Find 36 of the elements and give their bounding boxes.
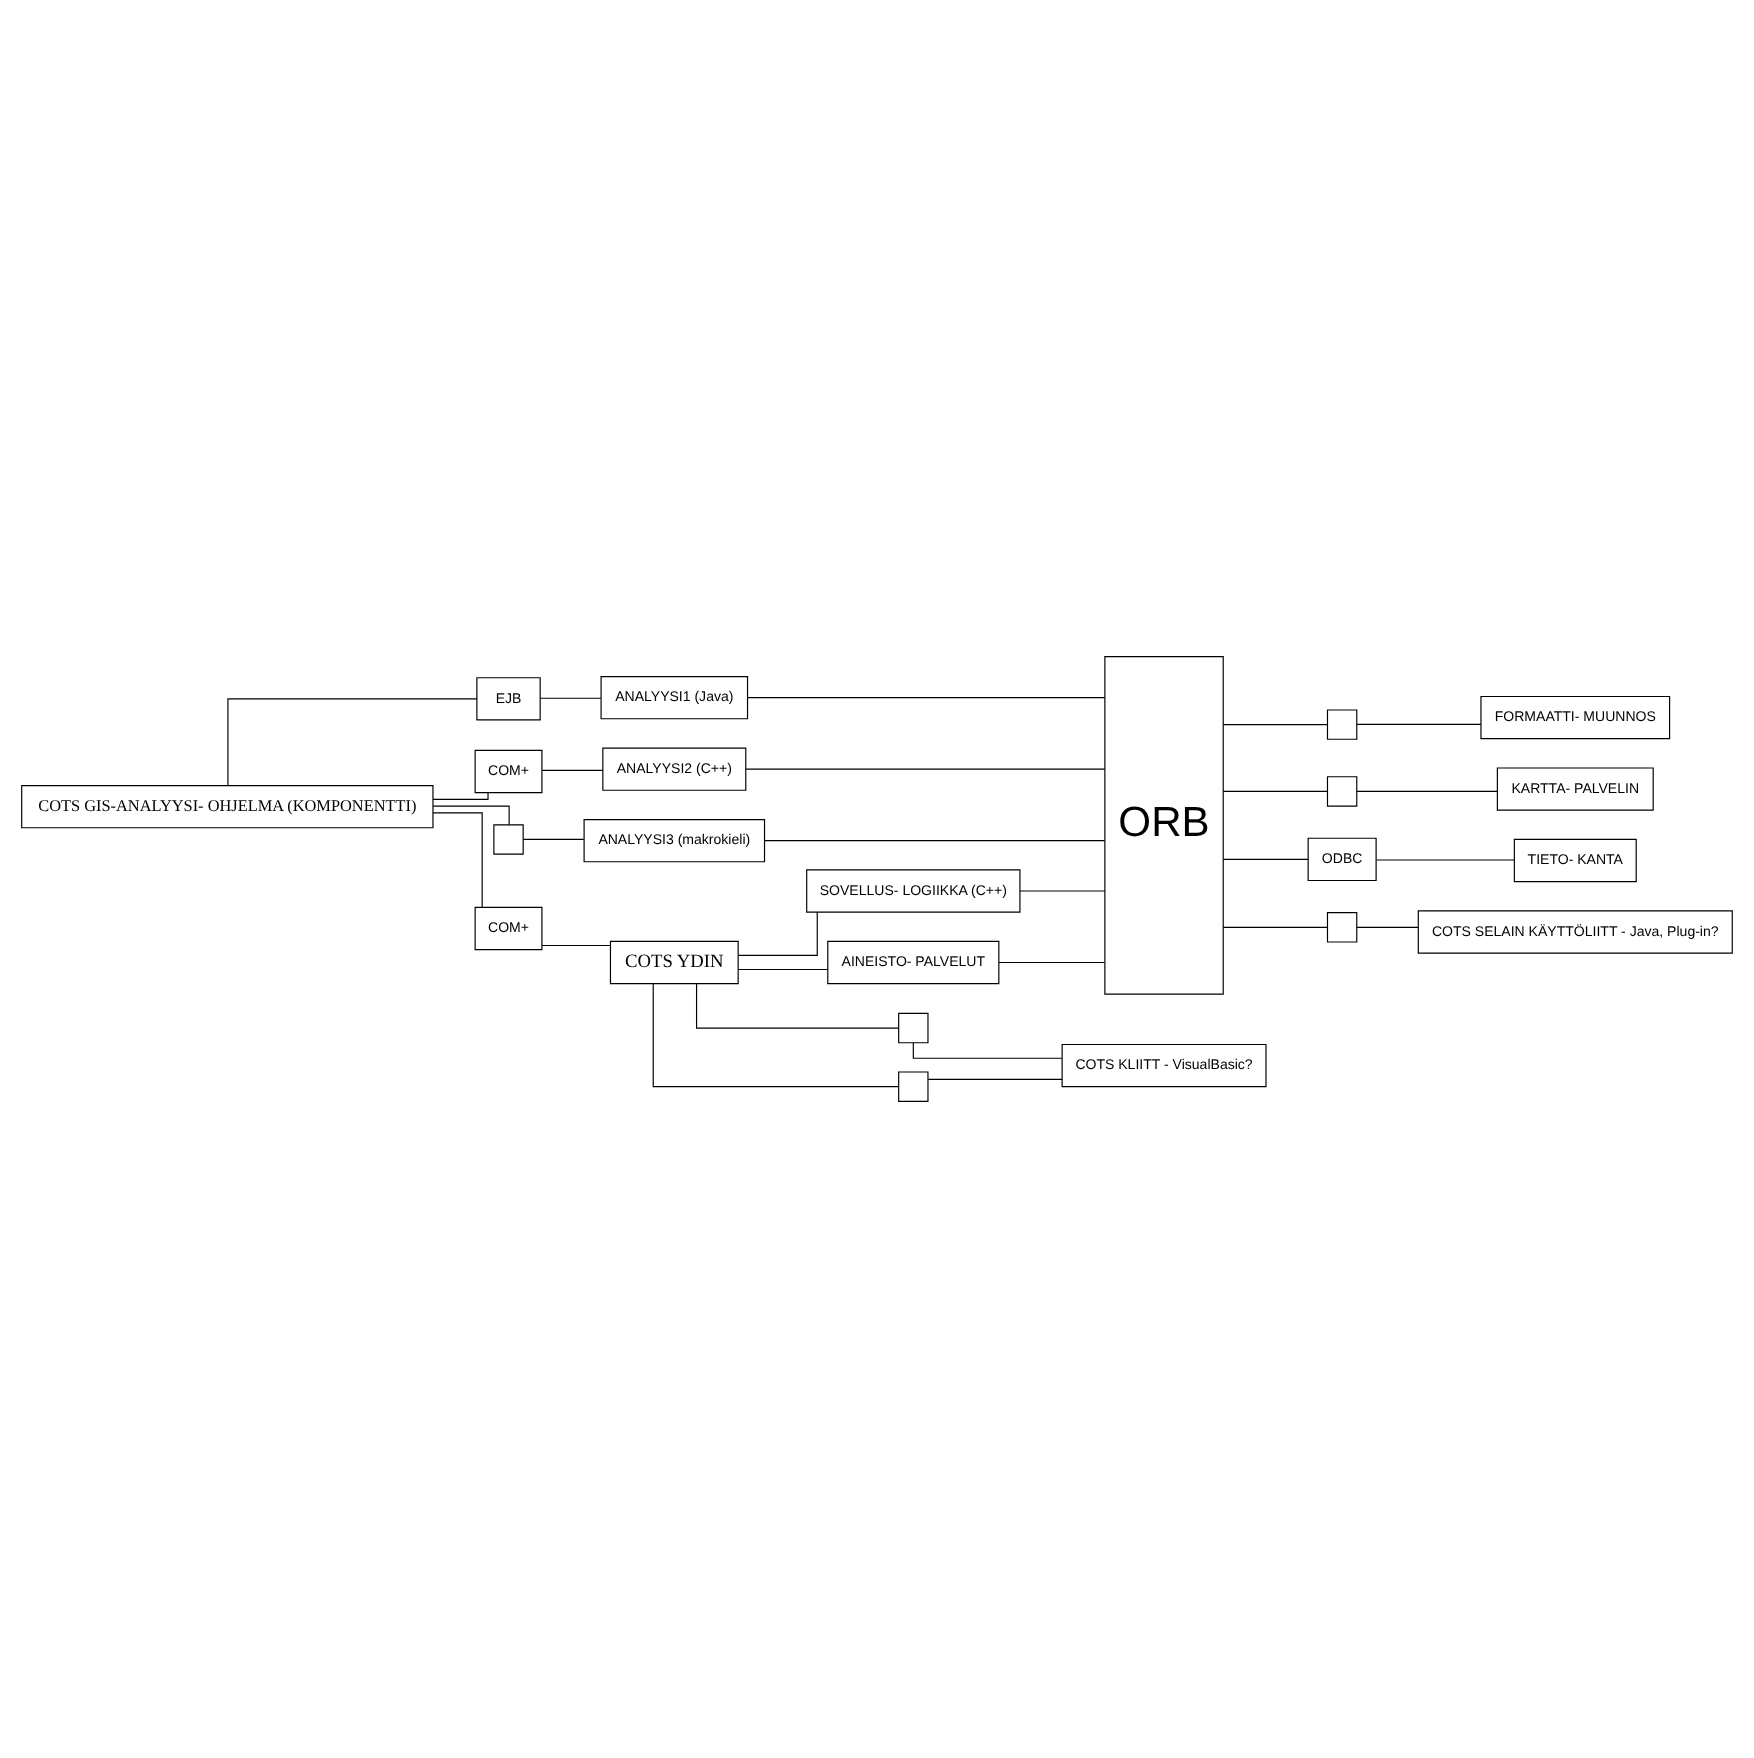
connector xyxy=(1356,926,1419,928)
connector xyxy=(737,968,829,971)
node-box xyxy=(1326,709,1358,740)
connector xyxy=(1356,790,1498,792)
connector xyxy=(1222,858,1309,860)
node-box xyxy=(898,1071,929,1102)
connector xyxy=(1222,790,1328,792)
node-box xyxy=(1326,776,1358,807)
connector xyxy=(541,769,604,771)
node-box: ORB xyxy=(1104,656,1224,995)
connector xyxy=(539,697,602,699)
connector xyxy=(927,1078,1063,1080)
connector xyxy=(1222,724,1328,726)
connector xyxy=(227,698,478,786)
connector xyxy=(432,792,489,800)
connector xyxy=(745,768,1106,770)
connector xyxy=(747,697,1106,699)
node-box xyxy=(898,1012,929,1044)
connector xyxy=(696,983,899,1029)
connector xyxy=(522,838,585,841)
connector xyxy=(912,1042,1063,1059)
connector xyxy=(1356,723,1482,725)
connector xyxy=(998,961,1106,964)
connector xyxy=(541,944,611,947)
connector xyxy=(652,983,900,1088)
connector xyxy=(764,840,1106,842)
connector xyxy=(432,812,483,908)
node-box: COTS GIS-ANALYYSI- OHJELMA (KOMPONENTTI) xyxy=(21,784,434,829)
connector xyxy=(1019,890,1106,892)
node-box: COTS YDIN xyxy=(609,940,739,985)
connector xyxy=(1375,859,1515,861)
connector xyxy=(432,805,510,826)
connector xyxy=(737,911,818,957)
node-box xyxy=(1326,912,1358,943)
connector xyxy=(1222,926,1328,928)
node-box xyxy=(493,824,524,855)
